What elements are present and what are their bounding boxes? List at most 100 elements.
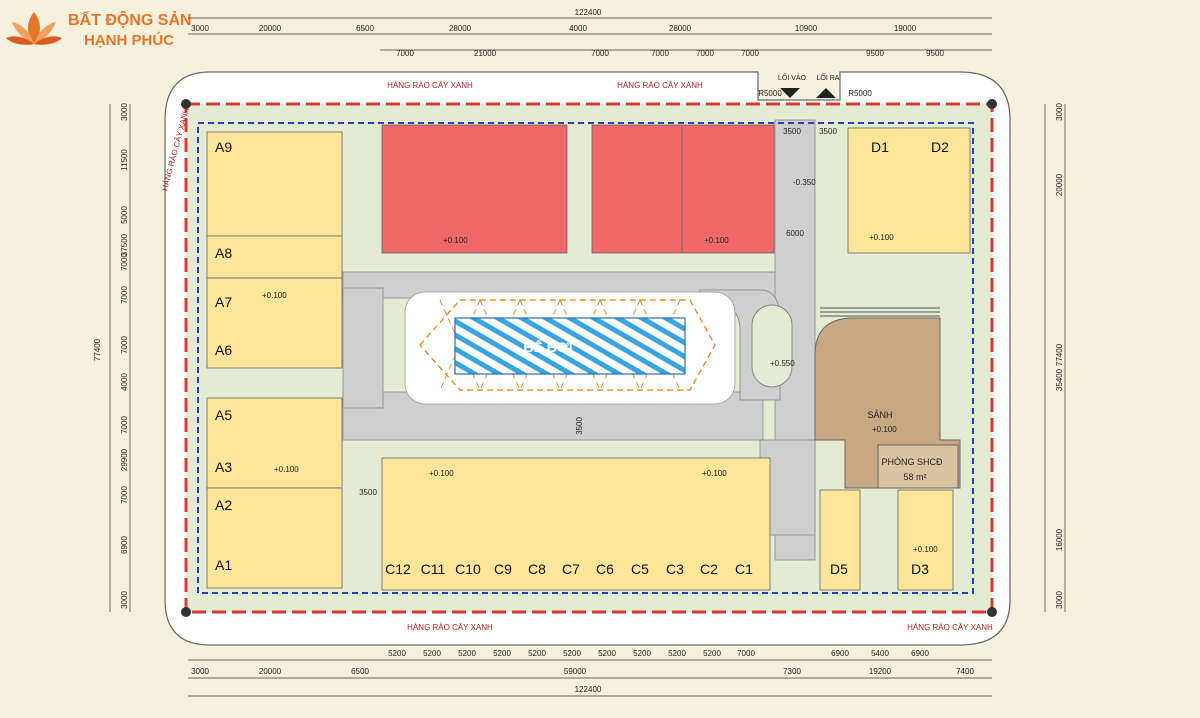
dim-bottom-row2: 6500 bbox=[351, 667, 369, 676]
dim-inner: 3500 bbox=[819, 127, 837, 136]
fence-label: HÀNG RÀO CÂY XANH bbox=[407, 623, 493, 632]
dim-top-row1: 19000 bbox=[894, 24, 917, 33]
unit-label-c: C2 bbox=[700, 561, 718, 577]
dim-left: 7000 bbox=[120, 253, 129, 271]
dim-left-total: 77400 bbox=[93, 338, 102, 361]
dim-right: 3000 bbox=[1055, 591, 1064, 609]
unit-label-a: A3 bbox=[215, 459, 232, 475]
exit-arrow bbox=[816, 88, 836, 98]
block-c bbox=[381, 457, 771, 591]
level-label: -0.350 bbox=[793, 178, 816, 187]
dim-bottom-row2: 59000 bbox=[564, 667, 587, 676]
dim-top-row2: 9500 bbox=[866, 49, 884, 58]
unit-label-a: A9 bbox=[215, 139, 232, 155]
lobby-label: SẢNH bbox=[867, 409, 892, 420]
unit-label-c: C1 bbox=[735, 561, 753, 577]
dim-left: 3000 bbox=[120, 103, 129, 121]
radius-label: R5000 bbox=[848, 89, 872, 98]
traffic-island bbox=[751, 304, 793, 388]
dim-right: 35400 bbox=[1055, 368, 1064, 391]
dim-inner: 6000 bbox=[786, 229, 804, 238]
unit-label-d: D5 bbox=[830, 561, 848, 577]
unit-label-c: C5 bbox=[631, 561, 649, 577]
room-label: PHÒNG SHCĐ bbox=[881, 457, 943, 467]
dim-inner: 3500 bbox=[359, 488, 377, 497]
unit-label-a: A1 bbox=[215, 557, 232, 573]
dim-total-bottom: 122400 bbox=[575, 685, 602, 694]
dim-bottom-row1: 5200 bbox=[633, 649, 651, 658]
fence-label: HÀNG RÀO CÂY XANH bbox=[387, 81, 473, 90]
unit-label-a: A8 bbox=[215, 245, 232, 261]
level-label: +0.100 bbox=[262, 291, 287, 300]
dim-top-row2: 7000 bbox=[396, 49, 414, 58]
dim-top-row1: 20000 bbox=[259, 24, 282, 33]
dim-bottom-row1: 7000 bbox=[737, 649, 755, 658]
dim-left: 7000 bbox=[120, 486, 129, 504]
dim-left: 3000 bbox=[120, 591, 129, 609]
unit-label-c: C12 bbox=[385, 561, 411, 577]
dim-left: 4000 bbox=[120, 373, 129, 391]
dim-bottom-row1: 5200 bbox=[388, 649, 406, 658]
dim-top-row1: 28000 bbox=[449, 24, 472, 33]
unit-label-a: A7 bbox=[215, 294, 232, 310]
level-label: +0.100 bbox=[704, 236, 729, 245]
radius-label: R5000 bbox=[758, 89, 782, 98]
unit-label-c: C11 bbox=[421, 561, 446, 577]
room-area-label: 58 m² bbox=[903, 472, 926, 482]
dim-right: 16000 bbox=[1055, 528, 1064, 551]
unit-label-c: C3 bbox=[666, 561, 684, 577]
block-a bbox=[206, 131, 343, 589]
level-label: +0.100 bbox=[872, 425, 897, 434]
dim-top-row2: 9500 bbox=[926, 49, 944, 58]
dim-top-row1: 6500 bbox=[356, 24, 374, 33]
dim-total-top: 122400 bbox=[575, 8, 602, 17]
unit-label-c: C9 bbox=[494, 561, 512, 577]
unit-label-c: C6 bbox=[596, 561, 614, 577]
dim-left: 6900 bbox=[120, 536, 129, 554]
dim-top-row1: 4000 bbox=[569, 24, 587, 33]
level-label: +0.100 bbox=[429, 469, 454, 478]
level-label: +0.100 bbox=[702, 469, 727, 478]
pool-outline-diamond bbox=[419, 299, 716, 391]
level-label: +0.100 bbox=[869, 233, 894, 242]
dim-bottom-row1: 5200 bbox=[598, 649, 616, 658]
dimension-lines bbox=[109, 17, 1066, 697]
brand-name-line1: BẤT ĐỘNG SẢN bbox=[68, 12, 192, 29]
lotus-icon bbox=[6, 12, 62, 45]
unit-label-d: D1 bbox=[871, 139, 889, 155]
entry-arrow bbox=[780, 88, 800, 98]
level-label: +0.100 bbox=[443, 236, 468, 245]
dim-bottom-row1: 6900 bbox=[831, 649, 849, 658]
dim-bottom-row2: 20000 bbox=[259, 667, 282, 676]
dim-bottom-row1: 5200 bbox=[423, 649, 441, 658]
dim-bottom-row2: 19200 bbox=[869, 667, 892, 676]
dim-inner: 3500 bbox=[783, 127, 801, 136]
dim-left: 29900 bbox=[120, 448, 129, 471]
dim-top-row1: 3000 bbox=[191, 24, 209, 33]
pool-water bbox=[454, 317, 686, 375]
dim-left: 7000 bbox=[120, 336, 129, 354]
brand-logo: BẤT ĐỘNG SẢN HẠNH PHÚC bbox=[4, 6, 204, 52]
stair-ramp bbox=[820, 307, 940, 317]
block-b-villas bbox=[381, 124, 775, 254]
unit-label-a: A2 bbox=[215, 497, 232, 513]
dim-left: 37500 bbox=[120, 233, 129, 256]
unit-label-d: D2 bbox=[931, 139, 949, 155]
level-label: +0.550 bbox=[770, 359, 795, 368]
dim-left: 7000 bbox=[120, 416, 129, 434]
brand-name-line2: HẠNH PHÚC bbox=[84, 32, 174, 49]
dim-top-row2: 7000 bbox=[696, 49, 714, 58]
dim-left: 5000 bbox=[120, 206, 129, 224]
entry-label: LỐI VÀO bbox=[778, 72, 807, 82]
dim-right: 77400 bbox=[1055, 343, 1064, 366]
dim-bottom-row1: 5200 bbox=[493, 649, 511, 658]
unit-label-c: C8 bbox=[528, 561, 546, 577]
fence-red bbox=[184, 102, 994, 614]
community-room bbox=[877, 444, 959, 489]
block-d bbox=[819, 127, 971, 591]
level-label: +0.100 bbox=[274, 465, 299, 474]
fence-blue bbox=[197, 122, 974, 594]
dim-bottom-row1: 5200 bbox=[703, 649, 721, 658]
dim-bottom-row1: 5200 bbox=[563, 649, 581, 658]
